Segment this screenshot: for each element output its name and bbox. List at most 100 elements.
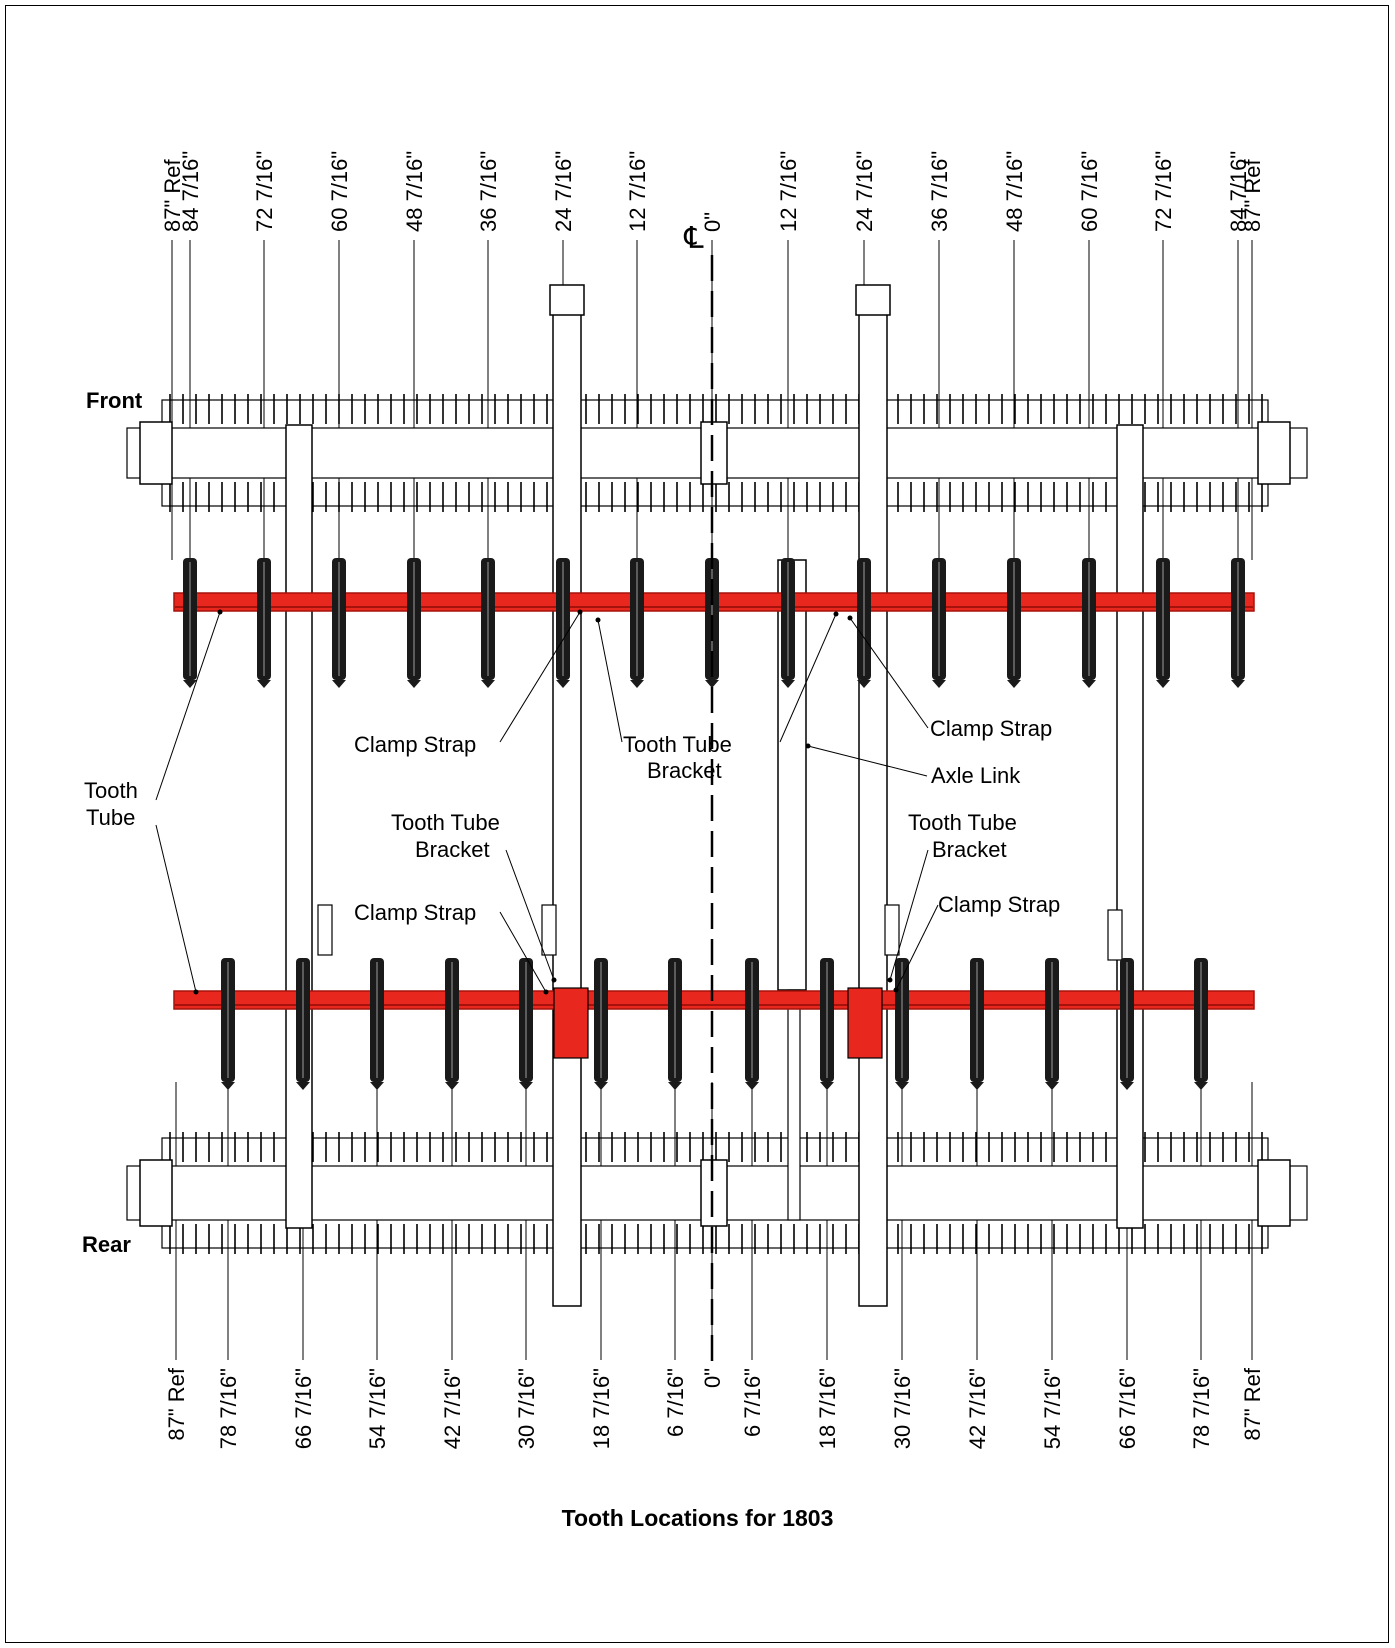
tooth-tip	[630, 680, 644, 688]
tooth-tip	[183, 680, 197, 688]
front-label: Front	[86, 388, 143, 413]
callout-arrowhead	[217, 609, 223, 615]
front-end-clamp	[139, 421, 173, 485]
tooth	[407, 558, 421, 688]
callout-leader	[895, 904, 939, 991]
tooth-tip	[1007, 680, 1021, 688]
tooth	[1194, 958, 1208, 1090]
tooth-tip	[1156, 680, 1170, 688]
dimension-label: 84 7/16"	[1226, 151, 1251, 232]
tooth-tube-bracket	[553, 987, 589, 1059]
front-end-clamp	[1257, 421, 1291, 485]
clamp-strap-label: Clamp Strap	[930, 716, 1052, 741]
tooth-tip	[407, 680, 421, 688]
dimension-label: 18 7/16"	[589, 1368, 614, 1449]
dimension-label: 18 7/16"	[815, 1368, 840, 1449]
tooth-tip	[895, 1082, 909, 1090]
dimension-label: 87" Ref	[1240, 158, 1265, 232]
tooth-tip	[445, 1082, 459, 1090]
callout-leader	[889, 849, 929, 981]
callout-arrowhead	[847, 615, 853, 621]
dimension-label: 30 7/16"	[890, 1368, 915, 1449]
callout-arrowhead	[893, 987, 899, 993]
tooth-tube-bracket	[847, 987, 883, 1059]
tooth-tip	[932, 680, 946, 688]
tooth-tip	[556, 680, 570, 688]
callout-arrowhead	[543, 989, 549, 995]
tooth	[257, 558, 271, 688]
dimension-label: 6 7/16"	[663, 1368, 688, 1437]
tooth-tip	[820, 1082, 834, 1090]
frame-arm	[1116, 424, 1144, 1229]
dimension-label: 6 7/16"	[740, 1368, 765, 1437]
callout-leader	[499, 911, 547, 993]
leader-lines	[155, 255, 939, 1368]
tooth	[445, 958, 459, 1090]
callout-arrowhead	[595, 617, 601, 623]
dimension-label: 60 7/16"	[327, 151, 352, 232]
tooth	[221, 958, 235, 1090]
tooth-tip	[221, 1082, 235, 1090]
dimension-label: 48 7/16"	[1002, 151, 1027, 232]
mount-plate	[541, 904, 557, 956]
callout-arrowhead	[833, 611, 839, 617]
callout-leader	[505, 849, 555, 981]
frame-arm	[285, 424, 313, 1229]
tooth-tip	[594, 1082, 608, 1090]
mount-plate	[317, 904, 333, 956]
figure-caption: Tooth Locations for 1803	[561, 1505, 834, 1531]
dimension-label: 36 7/16"	[927, 151, 952, 232]
drawing-border	[5, 5, 1389, 1643]
callout-leader	[155, 611, 221, 801]
callout-leader	[849, 617, 929, 729]
clamp-strap-label: Clamp Strap	[354, 732, 476, 757]
tooth-tip	[257, 680, 271, 688]
dimension-label: 72 7/16"	[1151, 151, 1176, 232]
rear-center-clamp	[700, 1159, 728, 1227]
tooth	[556, 558, 570, 688]
tooth-tube-bracket-label-line1: Tooth Tube	[623, 732, 732, 757]
dimension-label: 12 7/16"	[625, 151, 650, 232]
dimension-label: 0"	[700, 212, 725, 232]
tooth-tip	[332, 680, 346, 688]
tooth-tip	[296, 1082, 310, 1090]
tooth	[296, 958, 310, 1090]
mount-plate	[884, 904, 900, 956]
frame-top-bracket	[855, 284, 891, 316]
tooth	[481, 558, 495, 688]
tooth	[857, 558, 871, 688]
tooth	[1007, 558, 1021, 688]
tooth-tip	[1231, 680, 1245, 688]
dimension-label: 0"	[700, 1368, 725, 1388]
front-center-clamp	[700, 421, 728, 485]
tooth-tube-bracket-label-line2: Bracket	[932, 837, 1007, 862]
callout-leader	[807, 745, 928, 777]
mount-plate	[1107, 909, 1123, 961]
callout-leader	[597, 619, 623, 743]
tooth-tube-bracket-label-line1: Tooth Tube	[908, 810, 1017, 835]
main-frame-member	[552, 299, 582, 1307]
clamp-strap-label: Clamp Strap	[354, 900, 476, 925]
axle-link-label: Axle Link	[931, 763, 1021, 788]
tooth-tube-bracket-label-line1: Tooth Tube	[391, 810, 500, 835]
tooth	[1120, 958, 1134, 1090]
implement-frame	[126, 284, 1308, 1307]
dimension-label: 87" Ref	[160, 158, 185, 232]
dimension-label: 87" Ref	[164, 1367, 189, 1441]
dimension-label: 72 7/16"	[252, 151, 277, 232]
axle-link-rod	[787, 989, 801, 1221]
tooth-tip	[1082, 680, 1096, 688]
tooth-tip	[1120, 1082, 1134, 1090]
tooth	[630, 558, 644, 688]
tooth	[332, 558, 346, 688]
tooth	[519, 958, 533, 1090]
clamp-strap-label: Clamp Strap	[938, 892, 1060, 917]
dimension-label: 78 7/16"	[216, 1368, 241, 1449]
tooth-tube-rear	[173, 990, 1255, 1010]
tooth-tip	[745, 1082, 759, 1090]
dimension-label: 78 7/16"	[1189, 1368, 1214, 1449]
tooth	[370, 958, 384, 1090]
tooth	[1231, 558, 1245, 688]
